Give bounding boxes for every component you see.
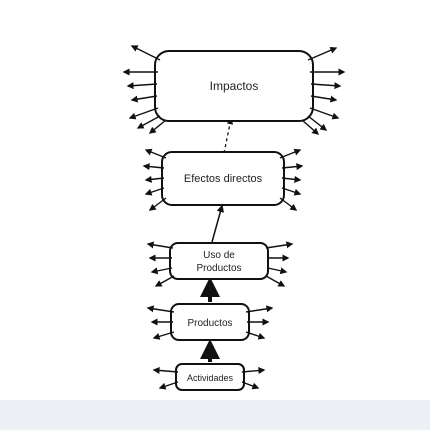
outward-arrow-28 [265,241,294,249]
outward-arrow-2 [126,82,158,90]
outward-arrow-27 [154,275,175,287]
connector-uso-efectos [211,204,225,243]
outward-arrow-15 [142,163,165,171]
outward-arrow-26 [150,267,173,275]
outward-arrow-13 [301,119,320,135]
outward-arrow-41 [241,381,260,390]
outward-arrow-37 [245,331,266,340]
outward-arrow-17 [144,187,165,196]
outward-arrow-20 [281,163,304,171]
outward-arrow-19 [279,148,302,159]
outward-arrow-40 [241,367,266,374]
outward-arrow-6 [148,119,167,134]
outward-arrow-21 [281,175,302,183]
label-uso-de-productos-line2: Productos [196,263,241,274]
outward-arrow-23 [279,197,298,211]
outward-arrow-10 [310,95,338,103]
outward-arrow-16 [144,175,165,183]
outward-arrow-30 [267,267,288,275]
connector-efectos-impactos [223,117,234,154]
label-impactos: Impactos [210,79,259,93]
outward-arrow-14 [144,148,167,159]
box-actividades [175,363,245,391]
outward-arrow-3 [130,95,158,103]
outward-arrow-22 [281,187,302,196]
label-productos: Productos [187,318,232,329]
outward-arrow-9 [310,82,342,90]
outward-arrow-32 [146,305,175,313]
outward-arrow-0 [130,45,161,61]
outward-arrow-34 [152,331,175,340]
outward-arrow-4 [128,107,159,120]
label-efectos-directos: Efectos directos [184,173,263,185]
outward-arrow-35 [245,305,274,313]
outward-arrow-12 [307,115,328,131]
outward-arrow-24 [146,241,174,249]
label-uso-de-productos-line1: Uso de [203,250,235,261]
outward-arrow-31 [265,275,286,287]
box-impactos [154,50,314,122]
outward-arrow-18 [148,197,167,211]
outward-arrow-11 [309,107,340,120]
outward-arrows [122,45,346,390]
outward-arrow-7 [307,46,338,61]
outward-arrow-38 [152,366,179,374]
outward-arrow-5 [136,115,161,129]
outward-arrow-39 [158,381,179,390]
label-actividades: Actividades [187,373,234,383]
box-uso-de-productos [169,242,269,280]
bottom-band [0,400,430,430]
